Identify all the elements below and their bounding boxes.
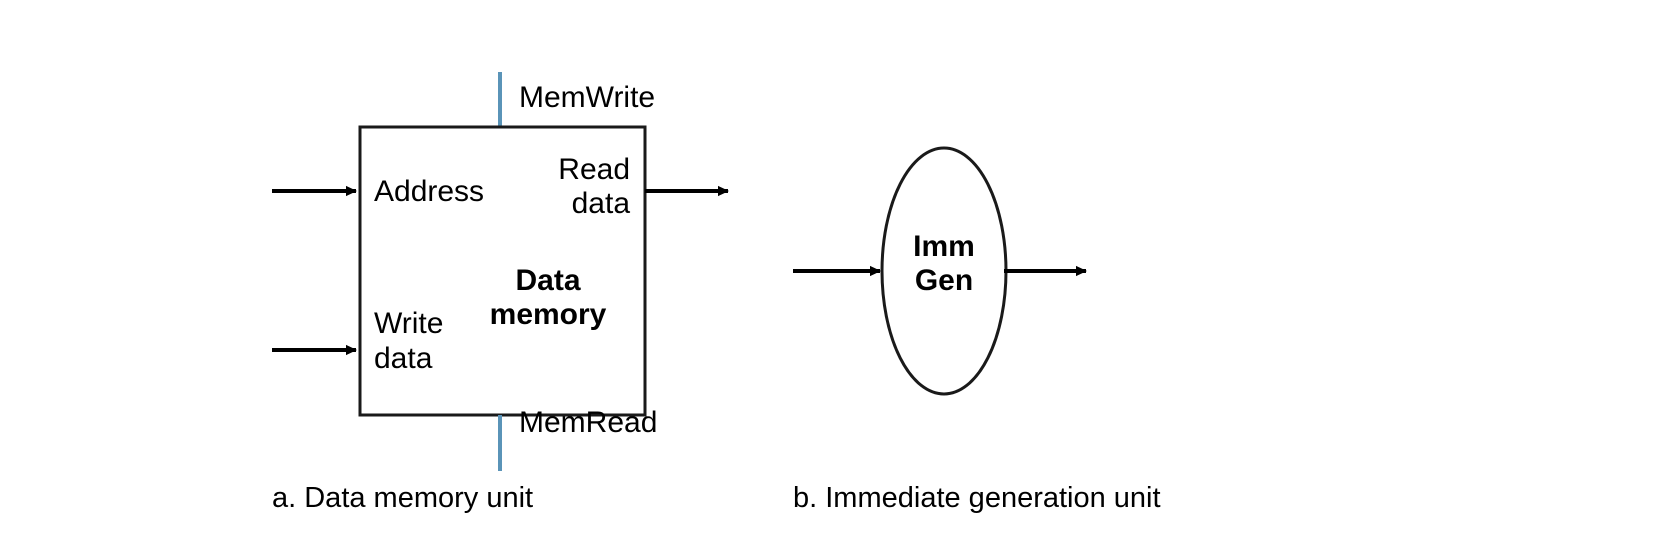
data-memory-title-line1: Data — [515, 264, 580, 297]
caption-immediate-generation-unit: b. Immediate generation unit — [793, 482, 1161, 514]
read-data-port-label-line1: Read — [558, 153, 630, 186]
memwrite-label: MemWrite — [519, 81, 655, 114]
imm-gen-title-line2: Gen — [915, 264, 973, 297]
imm-gen-title-line1: Imm — [913, 230, 975, 263]
data-memory-title-line2: memory — [490, 298, 607, 331]
read-data-port-label-line2: data — [572, 187, 631, 220]
address-port-label: Address — [374, 175, 484, 208]
write-data-port-label-line1: Write — [374, 307, 443, 340]
caption-data-memory-unit: a. Data memory unit — [272, 482, 533, 514]
data-memory-block — [358, 125, 647, 417]
write-data-port-label-line2: data — [374, 342, 433, 375]
memread-label: MemRead — [519, 406, 657, 439]
